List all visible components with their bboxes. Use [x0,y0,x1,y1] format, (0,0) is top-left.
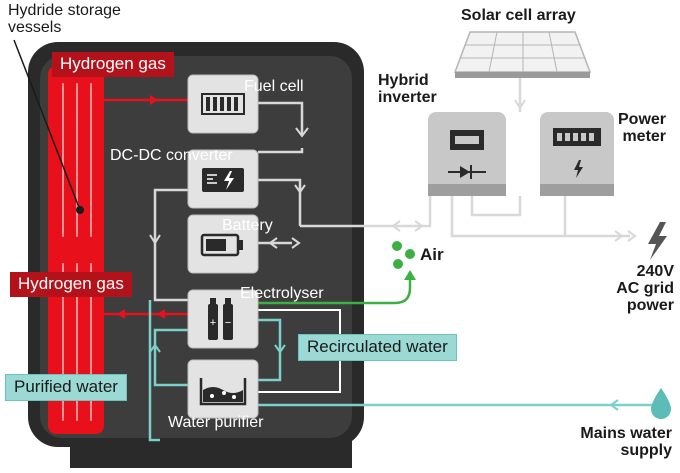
hydrogen-arrowheads [117,95,165,319]
hydrogen-gas-top-label: Hydrogen gas [52,52,174,77]
svg-text:+: + [210,317,216,329]
water-purifier-label: Water purifier [168,414,264,431]
mains-water-supply-label: Mains water supply [580,425,672,459]
electric-arrowheads [149,99,637,249]
battery-icon [200,233,243,257]
fuel-cell-label: Fuel cell [244,78,304,95]
electrolyser-label: Electrolyser [240,285,324,302]
electric-flow [153,78,630,302]
fuel-cell-icon [201,93,245,115]
power-meter-label: Power meter [618,111,667,145]
water-arrowheads [149,343,619,411]
hydride-vessels-label: Hydride storage vessels [8,2,121,36]
water-flow [148,300,655,442]
electrolyser-icon: + − [208,298,233,340]
vessel-pointer-line [13,39,81,211]
vessel-pointer-dot [76,206,84,214]
hybrid-inverter-icon [428,112,506,196]
hybrid-inverter-label: Hybrid inverter [378,72,437,106]
lightning-bolt-icon [648,222,667,260]
air-flow [258,272,412,305]
solar-cell-array-icon [453,31,592,78]
solar-cell-array-label: Solar cell array [461,7,576,24]
purified-water-label: Purified water [5,374,127,401]
battery-label: Battery [222,217,273,234]
dc-dc-converter-icon [202,168,244,192]
air-icon [392,241,415,269]
water-purifier-box [187,359,259,419]
water-purifier-icon [199,378,247,406]
grid-power-label: 240V AC grid power [616,263,674,314]
dc-dc-converter-label: DC-DC converter [110,147,233,164]
power-meter-icon [540,112,614,196]
water-drop-icon [651,388,671,419]
air-label: Air [420,245,444,264]
air-arrowhead [404,270,416,280]
hydrogen-gas-mid-label: Hydrogen gas [10,272,132,297]
svg-text:−: − [225,317,231,329]
recirculated-water-label: Recirculated water [298,334,457,361]
